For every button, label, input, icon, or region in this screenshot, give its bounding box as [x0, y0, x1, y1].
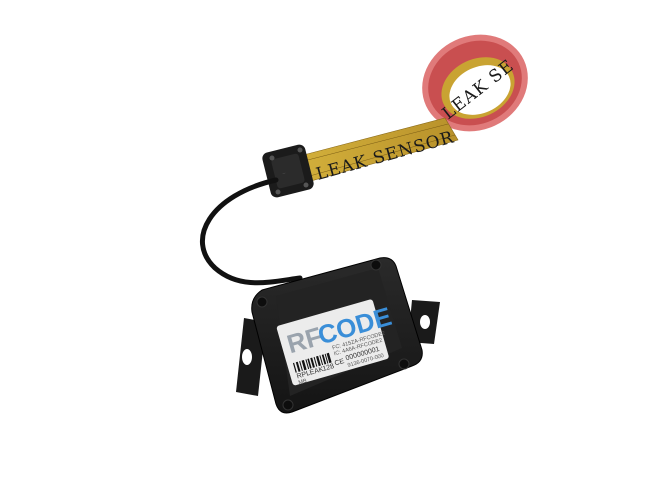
leak-sensor-tape: LEAK SENSOR	[291, 117, 459, 185]
screw-icon	[398, 358, 410, 370]
model-suffix: 128	[322, 363, 335, 373]
screw-icon	[370, 259, 382, 271]
label-extra: MB	[298, 378, 308, 386]
tape-roll: LEAK SE	[422, 34, 528, 132]
sensor-cable	[200, 177, 303, 286]
svg-text:~: ~	[282, 171, 287, 178]
tape-connector: ~	[262, 144, 314, 198]
screw-icon	[282, 399, 294, 411]
barcode	[292, 352, 332, 373]
screw-icon	[256, 296, 268, 308]
sensor-device: RF CODE FC: 415ZA-RFCODE2 IC: 4A6A-RFCOD…	[236, 257, 440, 414]
ce-mark: CE	[334, 358, 346, 368]
